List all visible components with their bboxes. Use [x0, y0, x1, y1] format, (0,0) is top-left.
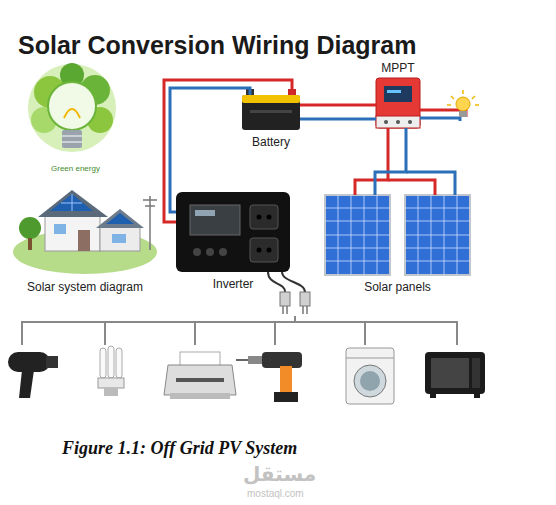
node-label: Solar system diagram — [27, 280, 143, 294]
positive-wire — [164, 80, 292, 222]
figure-caption: Figure 1.1: Off Grid PV System — [62, 437, 297, 459]
plug-icons — [268, 272, 310, 322]
wire-pair — [300, 105, 376, 119]
printer-icon — [164, 352, 236, 399]
washing-machine-icon — [346, 348, 394, 404]
solar-panels-node: Solar panels — [325, 195, 470, 275]
house-illustration — [13, 190, 157, 274]
negative-wire — [300, 118, 376, 121]
load-bus-line — [22, 322, 457, 345]
battery-icon — [242, 89, 300, 130]
negative-wire — [170, 88, 250, 212]
node-label: Battery — [252, 135, 290, 149]
battery-node: Battery — [242, 95, 300, 130]
wire-pair — [164, 80, 292, 222]
negative-wire — [406, 172, 455, 195]
negative-wire — [375, 128, 406, 195]
mppt-node: MPPT — [376, 78, 420, 128]
watermark: مستقل — [243, 462, 316, 486]
solar-panel-icons — [325, 195, 470, 275]
oven-icon — [425, 352, 485, 398]
positive-wire — [355, 128, 388, 195]
lamp-icon — [420, 90, 479, 121]
bulb-label: Green energy — [50, 164, 101, 174]
watermark-url: mostaql.com — [247, 488, 304, 500]
house-node: Solar system diagram — [15, 185, 155, 275]
cfl-bulb-icon — [98, 346, 124, 396]
positive-wire — [388, 180, 435, 195]
positive-wire — [300, 104, 376, 107]
node-label: MPPT — [381, 61, 414, 75]
hair-dryer-icon — [8, 352, 58, 398]
inverter-icon — [176, 192, 290, 272]
mppt-controller-icon — [376, 78, 420, 128]
drill-icon — [236, 352, 302, 402]
green-bulb-icon — [28, 63, 116, 152]
wire-pair — [355, 128, 455, 195]
diagram-title: Solar Conversion Wiring Diagram — [18, 30, 416, 60]
node-label: Inverter — [213, 277, 254, 291]
inverter-node: Inverter — [176, 192, 290, 272]
node-label: Solar panels — [364, 280, 431, 294]
